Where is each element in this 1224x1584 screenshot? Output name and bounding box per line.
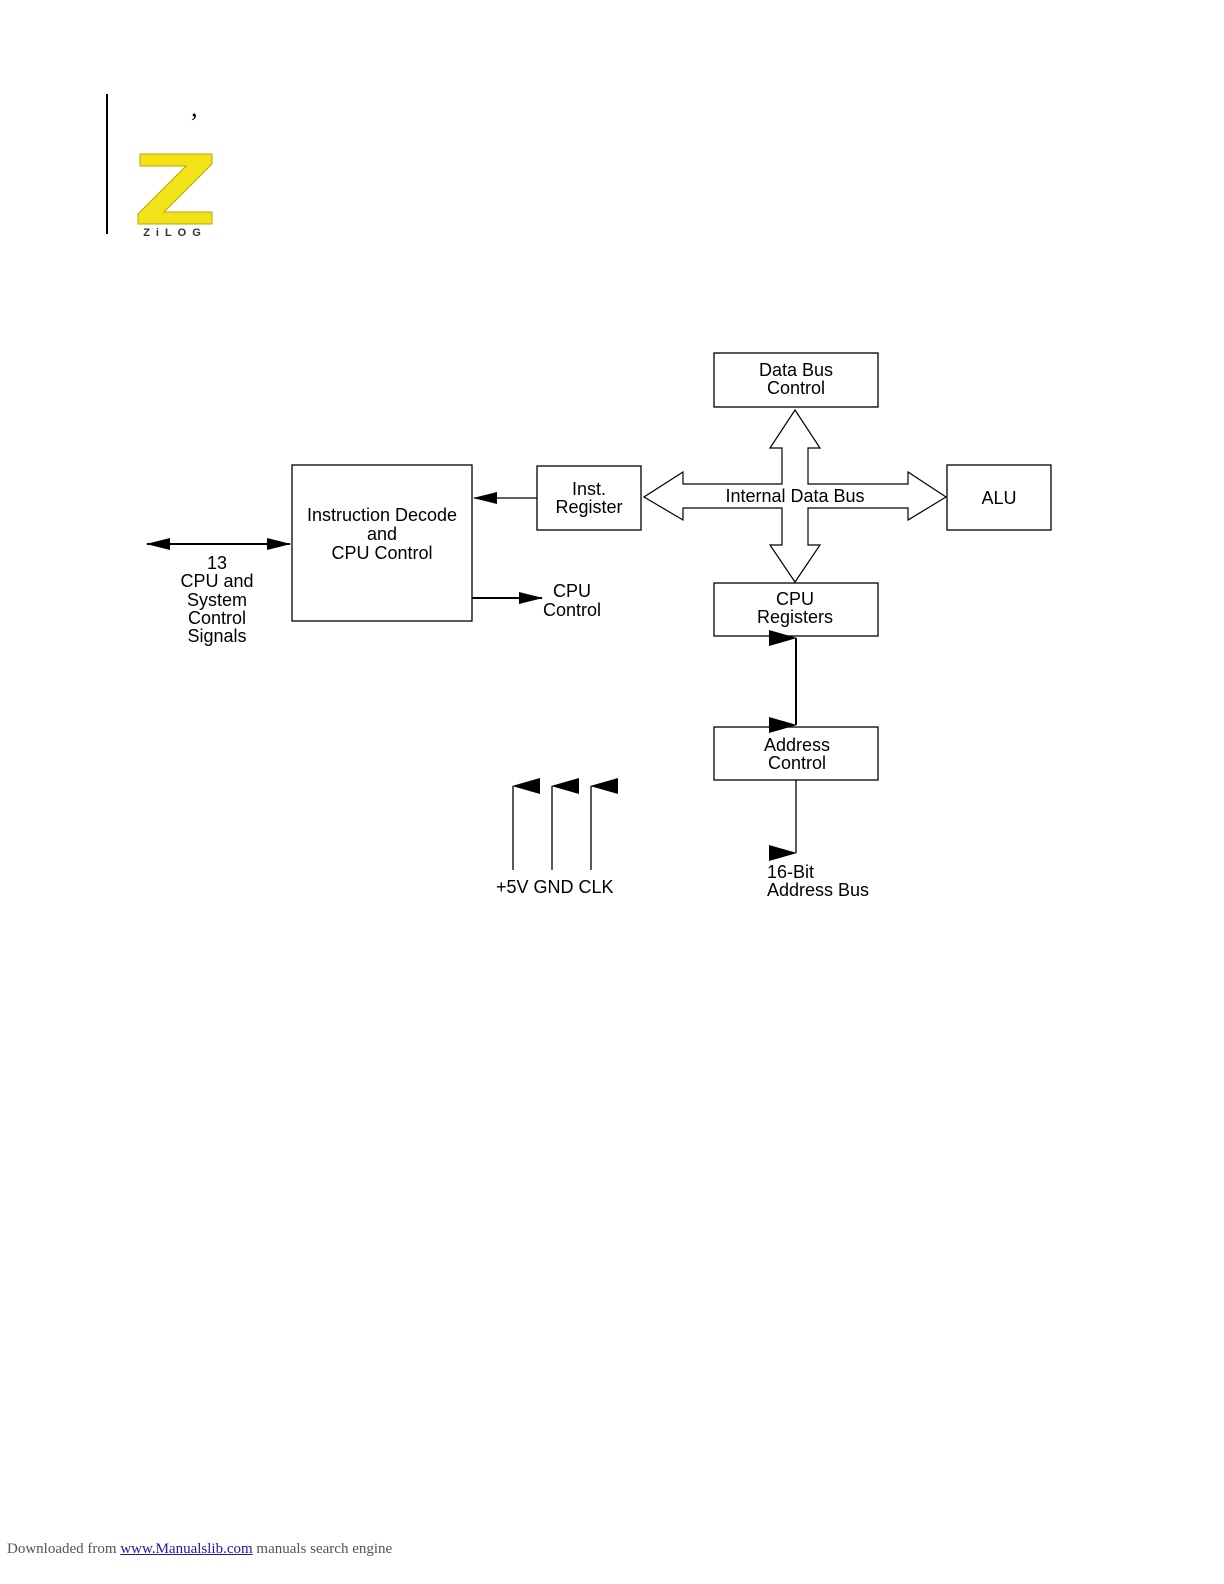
- instruction-decode-block: Instruction Decode and CPU Control: [292, 465, 472, 621]
- cpu-registers-line2: Registers: [757, 607, 833, 627]
- alu-block: ALU: [947, 465, 1051, 530]
- footer-link[interactable]: www.Manualslib.com: [120, 1541, 252, 1557]
- footer-suffix: manuals search engine: [253, 1541, 393, 1557]
- svg-text:System: System: [187, 590, 247, 610]
- svg-text:16-Bit: 16-Bit: [767, 862, 814, 882]
- footer-prefix: Downloaded from: [7, 1541, 120, 1557]
- address-control-line1: Address: [764, 735, 830, 755]
- cpu-registers-block: CPU Registers: [714, 583, 878, 636]
- svg-text:Control: Control: [543, 600, 601, 620]
- address-control-line2: Control: [768, 753, 826, 773]
- inst-register-line1: Inst.: [572, 479, 606, 499]
- cpu-control-out-label: CPU Control: [543, 581, 601, 620]
- data-bus-control-block: Data Bus Control: [714, 353, 878, 407]
- svg-text:Control: Control: [188, 608, 246, 628]
- cpu-registers-line1: CPU: [776, 589, 814, 609]
- instruction-decode-line3: CPU Control: [331, 543, 432, 563]
- footer: Downloaded from www.Manualslib.com manua…: [7, 1541, 392, 1558]
- instruction-decode-line2: and: [367, 524, 397, 544]
- svg-text:CPU and: CPU and: [180, 571, 253, 591]
- address-bus-label: 16-Bit Address Bus: [767, 862, 869, 900]
- data-bus-control-line2: Control: [767, 378, 825, 398]
- svg-text:Address Bus: Address Bus: [767, 880, 869, 900]
- inst-register-block: Inst. Register: [537, 466, 641, 530]
- svg-text:CPU: CPU: [553, 581, 591, 601]
- instruction-decode-line1: Instruction Decode: [307, 505, 457, 525]
- block-diagram: Internal Data Bus Data Bus Control Inst.…: [0, 0, 1224, 1000]
- address-control-block: Address Control: [714, 727, 878, 780]
- data-bus-control-line1: Data Bus: [759, 360, 833, 380]
- svg-text:Signals: Signals: [187, 626, 246, 646]
- power-pins-label: +5V GND CLK: [496, 877, 614, 897]
- internal-data-bus-label: Internal Data Bus: [725, 486, 864, 506]
- control-signals-label: 13 CPU and System Control Signals: [180, 553, 253, 646]
- alu-label: ALU: [981, 488, 1016, 508]
- inst-register-line2: Register: [555, 497, 622, 517]
- svg-text:13: 13: [207, 553, 227, 573]
